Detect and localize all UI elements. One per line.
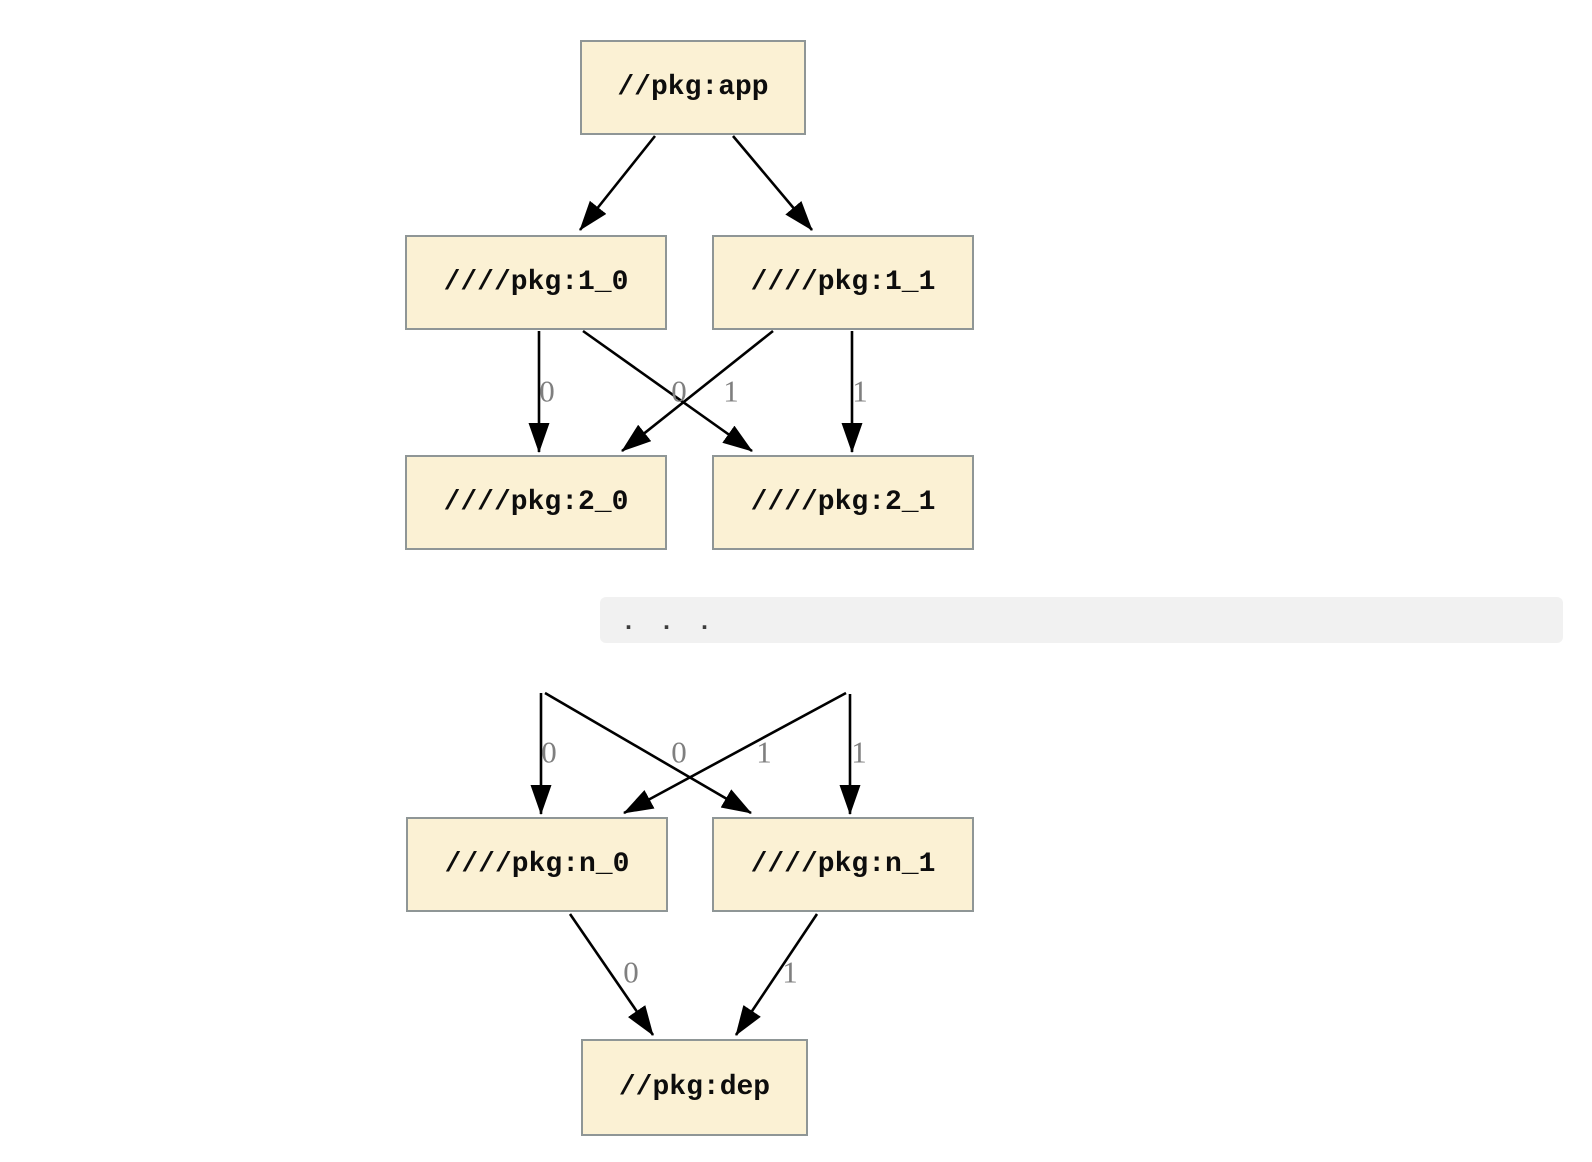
edge-n_0-dep [568,913,655,1036]
edge-label-n_1-dep: 1 [782,954,798,990]
node-2_0-label: ////pkg:2_0 [443,487,629,518]
edge-label-n_0-dep: 0 [623,954,639,990]
node-n_1: ////pkg:n_1 [712,817,974,912]
edge-ellipsis-n_1-cross [544,691,752,815]
edge-label-1_1-2_0: 0 [671,373,687,409]
node-2_0: ////pkg:2_0 [405,455,667,550]
edge-app-1_0 [578,135,657,231]
edge-label-1_0-2_1: 1 [723,373,739,409]
node-1_1-label: ////pkg:1_1 [750,267,936,298]
node-dep: //pkg:dep [581,1039,808,1136]
edge-label-ellipsis-n_1-straight: 1 [851,734,867,770]
edge-1_1-2_0 [621,329,774,453]
node-1_1: ////pkg:1_1 [712,235,974,330]
node-2_1: ////pkg:2_1 [712,455,974,550]
edge-label-1_0-2_0: 0 [539,373,555,409]
node-app-label: //pkg:app [617,72,769,103]
edge-label-ellipsis-n_0-cross: 0 [671,734,687,770]
edge-label-1_1-2_1: 1 [852,373,868,409]
edge-ellipsis-n_0-cross [623,691,847,815]
node-app: //pkg:app [580,40,806,135]
edge-label-ellipsis-n_1-cross: 1 [756,734,772,770]
edge-app-1_1 [732,135,813,231]
ellipsis-band: . . . [600,597,1563,643]
node-n_0: ////pkg:n_0 [406,817,668,912]
ellipsis-text: . . . [621,607,717,637]
edge-n_1-dep [734,913,819,1036]
node-2_1-label: ////pkg:2_1 [750,487,936,518]
node-n_0-label: ////pkg:n_0 [444,849,630,880]
node-n_1-label: ////pkg:n_1 [750,849,936,880]
node-1_0-label: ////pkg:1_0 [443,267,629,298]
node-1_0: ////pkg:1_0 [405,235,667,330]
node-dep-label: //pkg:dep [618,1072,771,1103]
edge-label-ellipsis-n_0-straight: 0 [541,734,557,770]
